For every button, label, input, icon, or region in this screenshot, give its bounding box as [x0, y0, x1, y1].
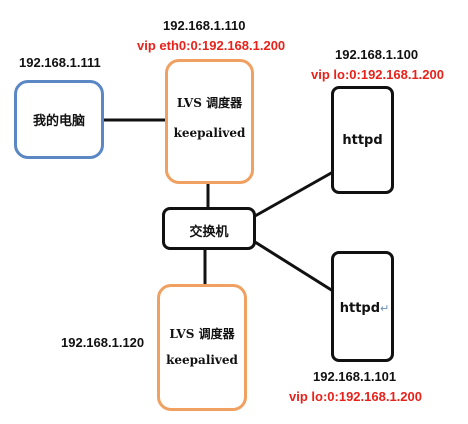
lvs-master-vip-label: vip eth0:0:192.168.1.200: [137, 38, 286, 53]
lvs-master-ip-label: 192.168.1.110: [163, 18, 246, 33]
lvs-backup-service: keepalived: [166, 353, 238, 367]
client-computer-node: 我的电脑: [14, 80, 104, 159]
client-computer-label: 我的电脑: [32, 114, 85, 129]
server-a-vip-label: vip lo:0:192.168.1.200: [311, 67, 444, 82]
client-ip-label: 192.168.1.111: [19, 55, 101, 70]
server-b-vip-label: vip lo:0:192.168.1.200: [289, 389, 422, 404]
server-a-node: httpd: [331, 86, 394, 194]
lvs-master-title: LVS 调度器: [176, 96, 243, 110]
link-switch-server-a: [254, 170, 334, 218]
switch-label: 交换机: [189, 225, 229, 240]
server-a-ip-label: 192.168.1.100: [335, 47, 419, 62]
lvs-backup-ip-label: 192.168.1.120: [61, 335, 145, 350]
server-b-label: httpd: [339, 301, 381, 316]
server-b-node: httpd↵: [331, 251, 394, 362]
return-mark: ↵: [380, 302, 390, 315]
link-switch-server-b: [254, 240, 334, 293]
lvs-backup-title: LVS 调度器: [169, 327, 235, 341]
switch-node: 交换机: [162, 207, 256, 250]
server-b-label-wrap: httpd↵: [338, 301, 391, 316]
server-b-ip-label: 192.168.1.101: [313, 369, 397, 384]
server-a-label: httpd: [342, 133, 383, 148]
lvs-master-service: keepalived: [173, 126, 246, 140]
lvs-master-node: LVS 调度器 keepalived: [165, 59, 254, 184]
lvs-backup-node: LVS 调度器 keepalived: [157, 284, 247, 411]
